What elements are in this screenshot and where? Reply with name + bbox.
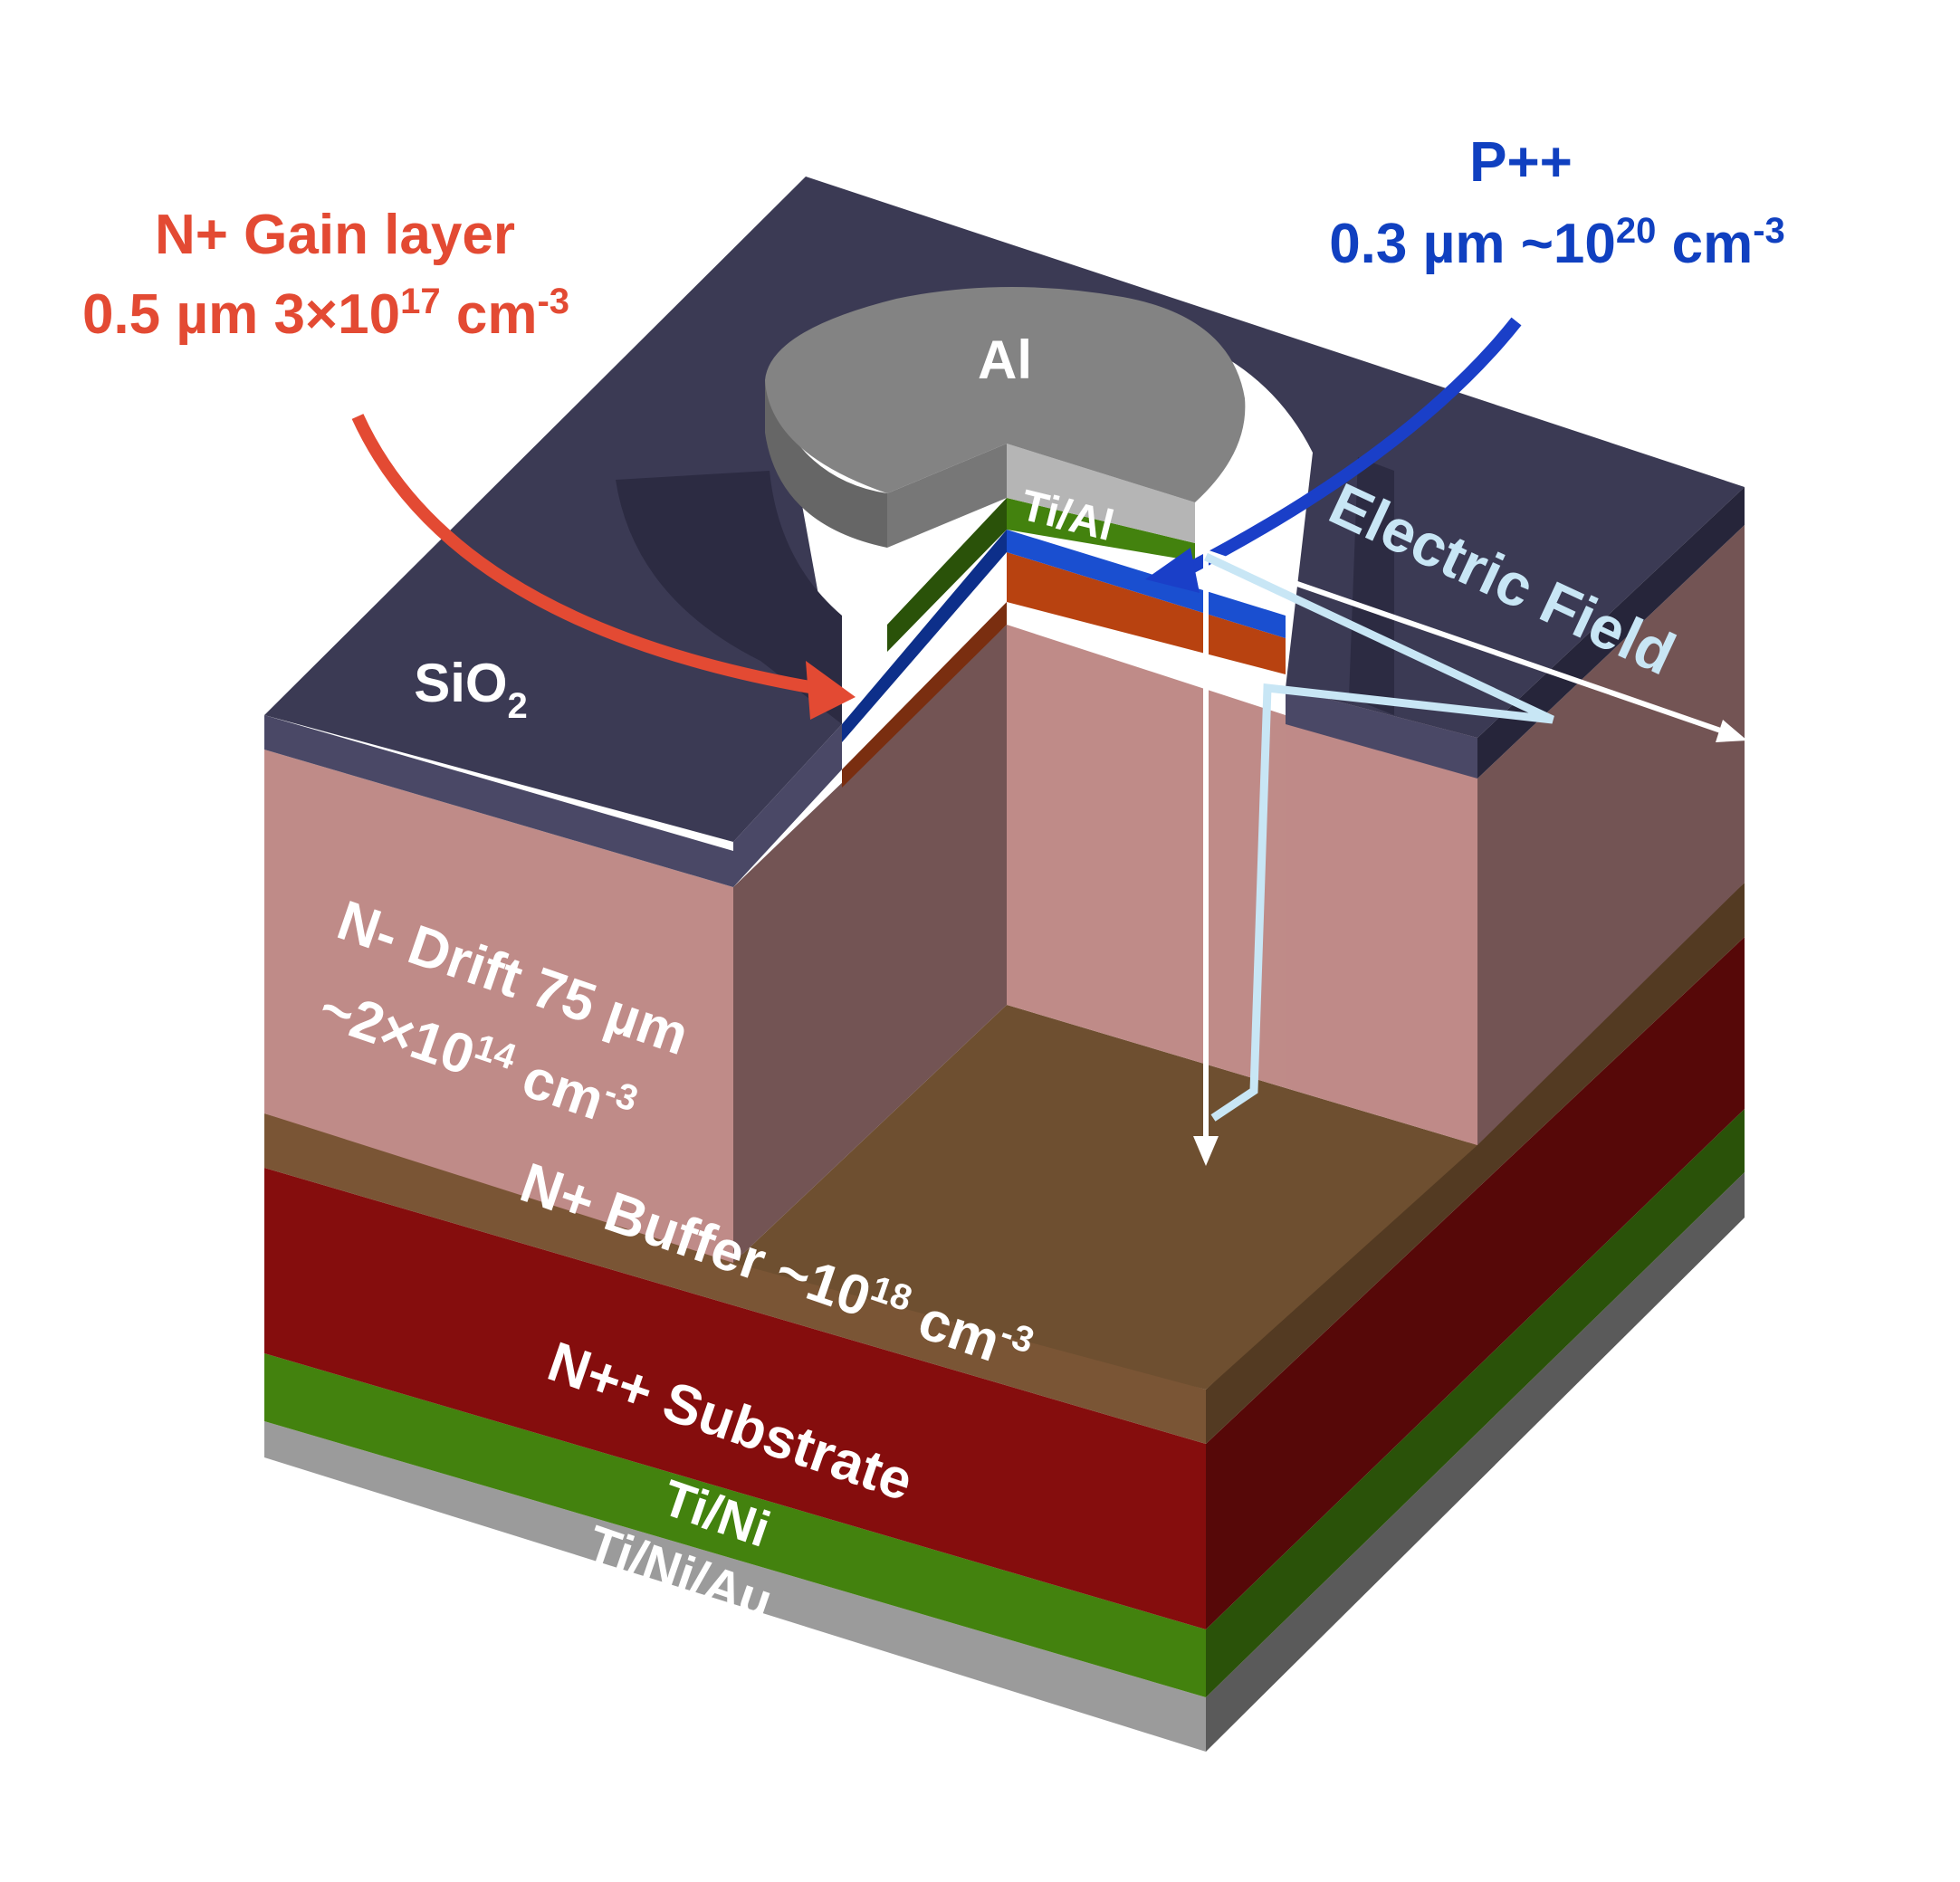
gain-layer-unit: cm	[441, 283, 538, 346]
gain-layer-spec-text: 0.5 µm 3×10	[82, 283, 400, 346]
al-contact	[765, 286, 1246, 548]
electric-field-axes	[1193, 549, 1747, 1166]
gain-layer-unit-exp: -3	[537, 282, 569, 321]
p-plus-arrow-shaft	[1182, 317, 1522, 577]
p-plus-unit-exp: -3	[1753, 211, 1785, 251]
buffer-side	[1206, 883, 1745, 1444]
sio2-oxide	[264, 177, 1745, 887]
sio2-mesa-step-left	[733, 724, 842, 887]
drift-side-right	[1477, 525, 1745, 1145]
p-plus-title-text: P++	[1469, 131, 1573, 194]
gain-layer-left-edge	[842, 602, 1007, 788]
buffer-front	[264, 1113, 1206, 1444]
al-cylinder-side	[765, 380, 887, 548]
ti-ni-au-front	[264, 1421, 1206, 1752]
gain-layer-exp: 17	[400, 282, 441, 321]
drift-left-block-side	[733, 625, 1007, 1263]
p-plus-exp: 20	[1616, 211, 1657, 251]
p-plus-unit: cm	[1656, 213, 1753, 275]
sio2-label-text: SiO	[414, 653, 507, 713]
substrate-front	[264, 1168, 1206, 1629]
sio2-label-sub: 2	[508, 686, 528, 726]
sio2-ring-wall-right	[1349, 457, 1394, 715]
gain-layer-arrow	[351, 414, 856, 720]
bottom-stack-front	[264, 1113, 1206, 1752]
drift-back-wall-shade	[1286, 715, 1477, 1145]
bottom-stack-side	[1206, 883, 1745, 1752]
p-plus-left-edge	[842, 530, 1007, 742]
gain-layer-front	[1007, 552, 1286, 674]
field-profile-curve	[1204, 552, 1554, 1122]
drift-front-left	[264, 750, 733, 1263]
gain-arrow-shaft	[351, 414, 817, 694]
ti-ni-front	[264, 1353, 1206, 1697]
gain-layer-spec: 0.5 µm 3×1017 cm-3	[82, 282, 569, 346]
mesa-layers	[842, 498, 1286, 788]
al-notch-face	[1007, 444, 1195, 543]
al-top-surface	[765, 286, 1246, 502]
p-plus-spec: 0.3 µm ~1020 cm-3	[1329, 211, 1785, 275]
gain-layer-title-text: N+ Gain layer	[155, 204, 515, 266]
gain-arrow-head	[806, 661, 856, 720]
ti-ni-au-side	[1206, 1172, 1745, 1752]
p-plus-arrow-head	[1145, 548, 1200, 593]
substrate-side	[1206, 937, 1745, 1629]
ti-al-left-edge	[887, 498, 1007, 652]
sio2-right-block-front	[1286, 688, 1477, 779]
sio2-label: SiO2	[414, 653, 528, 726]
ti-ni-side	[1206, 1109, 1745, 1697]
p-plus-title: P++	[1469, 131, 1573, 194]
drift-region	[264, 525, 1745, 1263]
sio2-ring-wall-left	[616, 471, 842, 724]
buffer-top-surface	[733, 1005, 1477, 1390]
ti-al-front	[1007, 498, 1195, 561]
al-label: Al	[978, 330, 1032, 390]
field-axis-vertical-head	[1193, 1136, 1219, 1166]
field-axis-horizontal-head	[1716, 720, 1747, 742]
sio2-front-edge	[264, 715, 733, 887]
sio2-right-edge	[1477, 487, 1745, 779]
al-notch-left	[887, 444, 1007, 548]
gain-layer-title: N+ Gain layer	[155, 204, 515, 266]
p-plus-front	[1007, 530, 1286, 638]
field-axis-horizontal	[1205, 549, 1735, 738]
p-plus-spec-text: 0.3 µm ~10	[1329, 213, 1616, 275]
p-plus-arrow	[1145, 317, 1522, 593]
